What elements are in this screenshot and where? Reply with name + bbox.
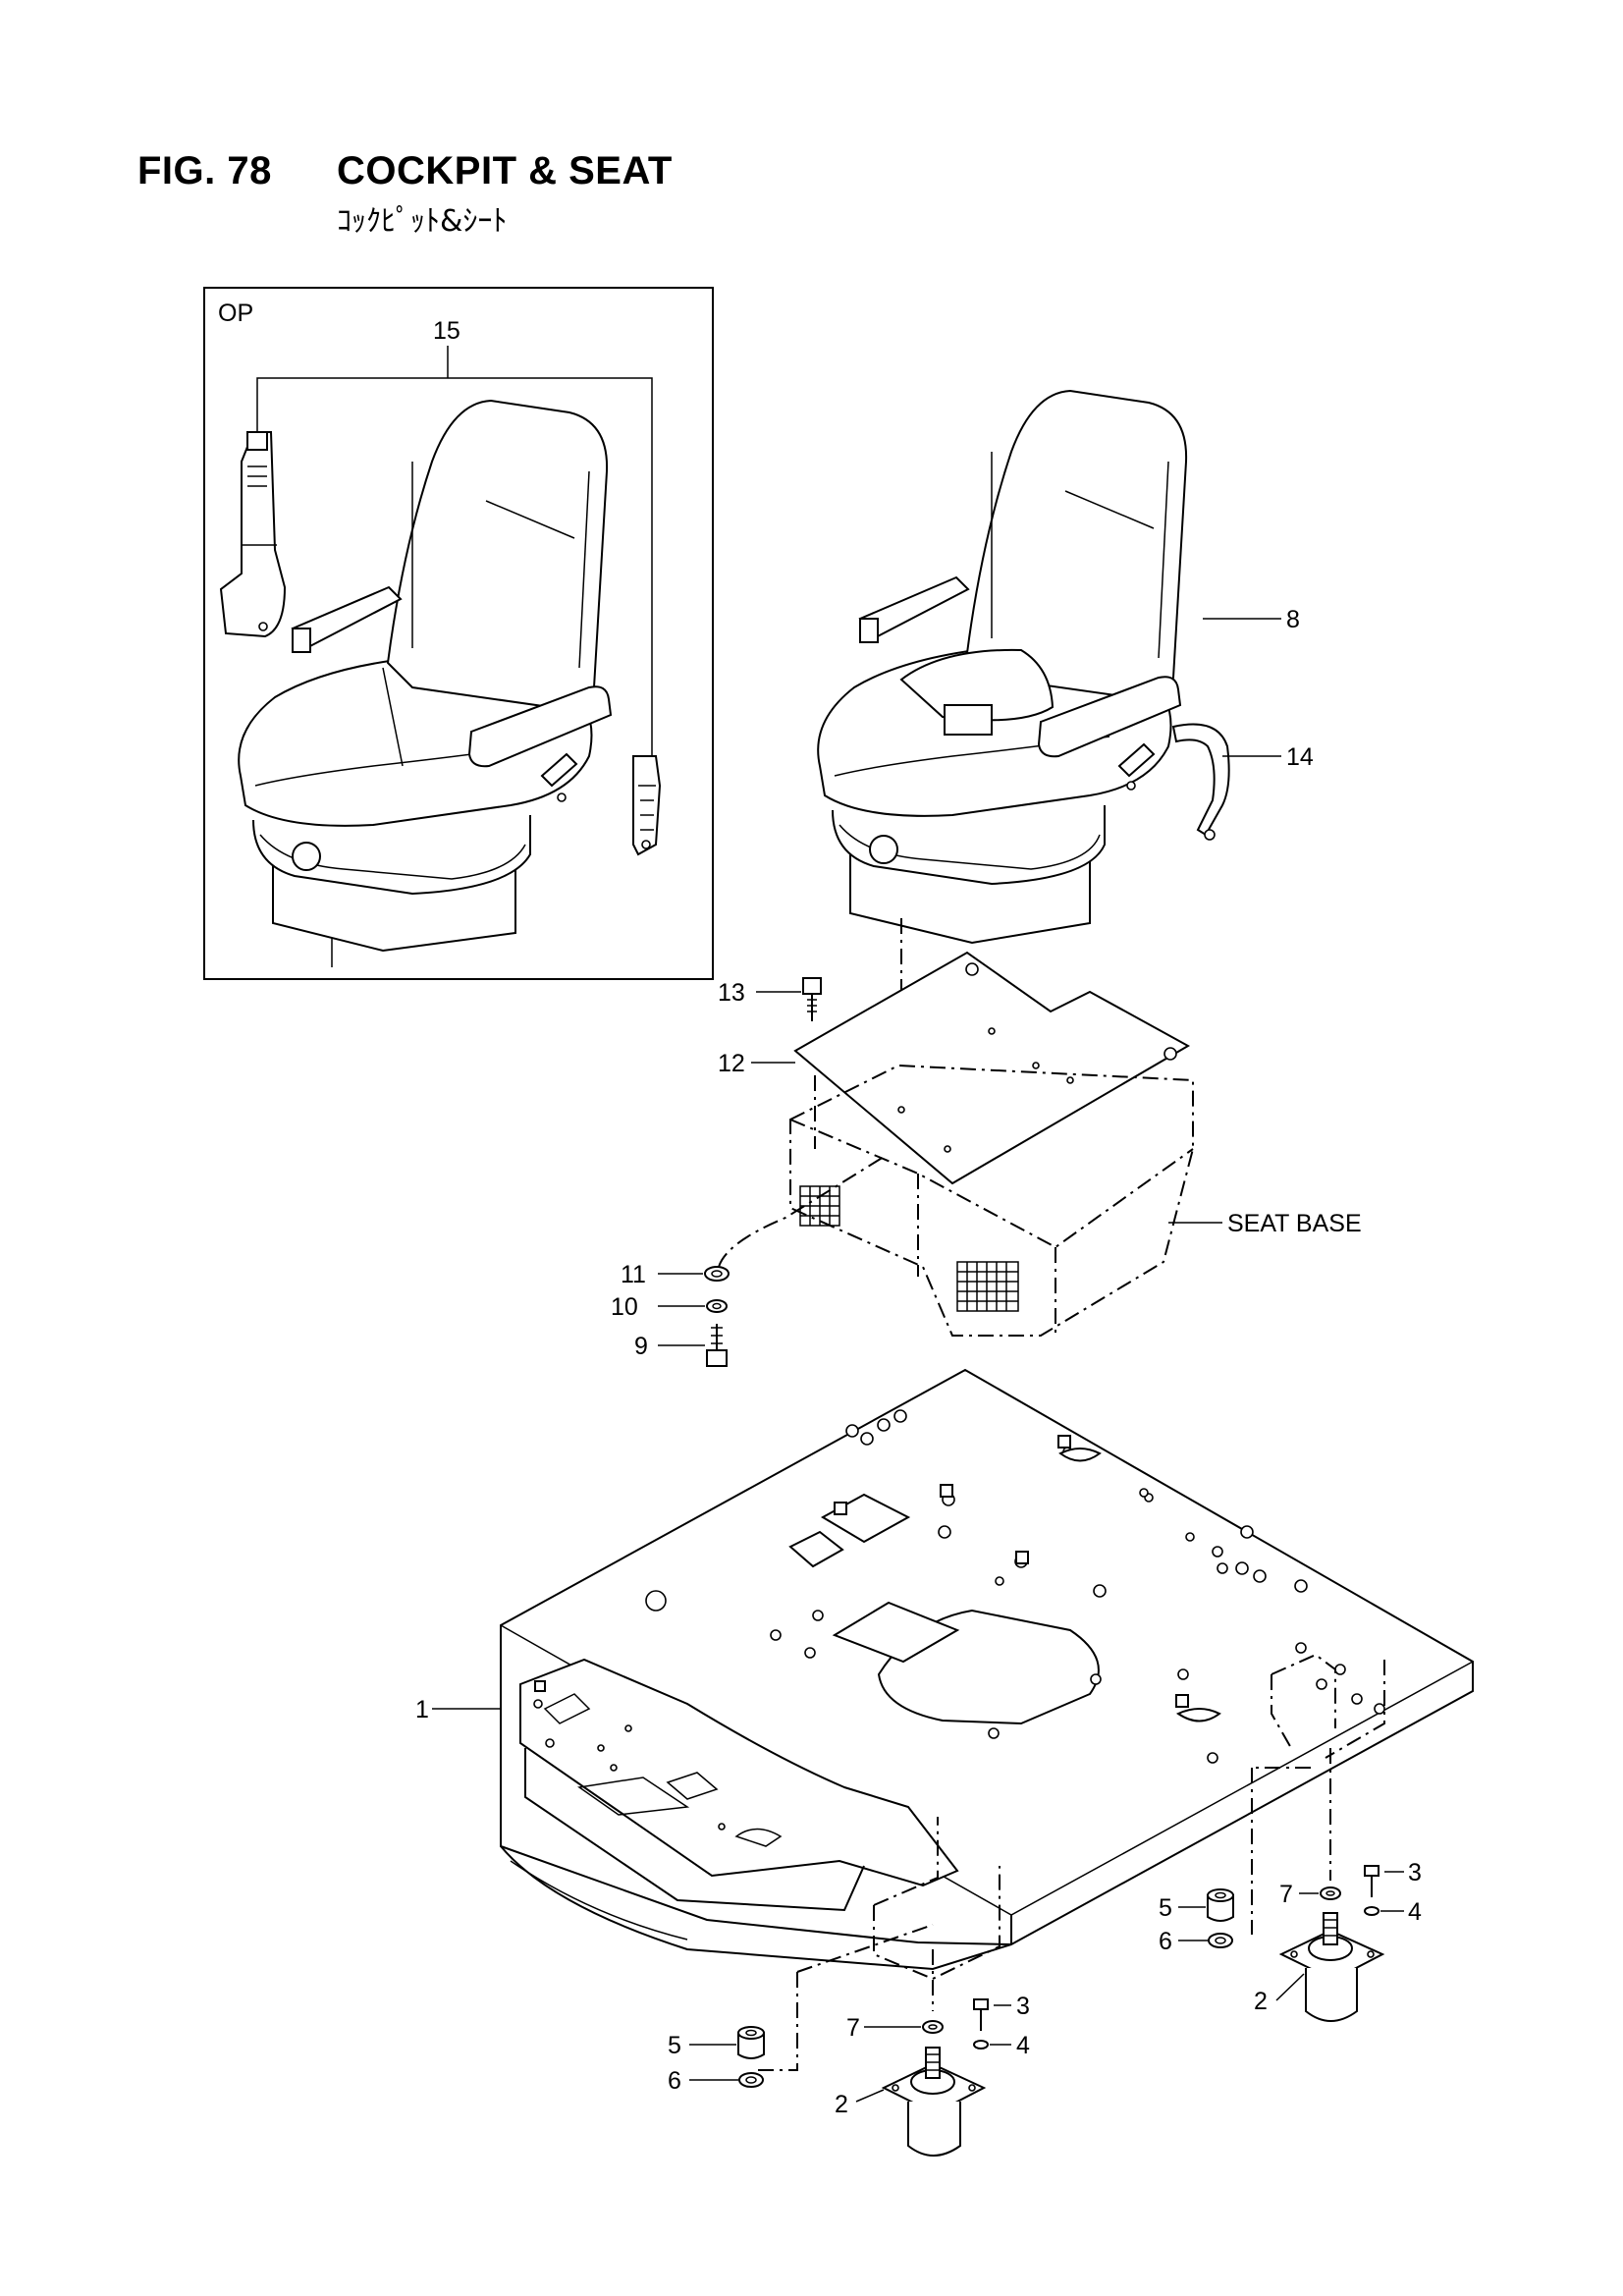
figure-subtitle-japanese: ｺｯｸﾋﾟｯﾄ&ｼｰﾄ [337, 204, 508, 239]
callout-7-rear: 7 [1279, 1881, 1293, 1908]
callout-13: 13 [718, 979, 745, 1007]
callout-3-front: 3 [1016, 1993, 1030, 2020]
callout-2-front: 2 [835, 2091, 848, 2118]
option-box: OP 15 [203, 287, 714, 980]
callout-6-front: 6 [668, 2067, 681, 2095]
seat-mounting-plate: 12 [718, 951, 1191, 1185]
figure-number: FIG. 78 [137, 149, 272, 192]
option-box-label: OP [218, 300, 253, 327]
callout-seat-base: SEAT BASE [1227, 1210, 1362, 1237]
damper-rear: 7 2 3 4 [1254, 1859, 1422, 2022]
bolt-13: 13 [718, 977, 822, 1021]
nut-washer-front: 5 6 [668, 2026, 765, 2095]
cockpit-floor-frame: 1 [415, 1368, 1474, 1971]
figure-name: COCKPIT & SEAT [337, 149, 673, 192]
figure-title: FIG. 78 COCKPIT & SEAT [137, 149, 673, 193]
callout-5-front: 5 [668, 2032, 681, 2059]
callout-8: 8 [1286, 606, 1300, 633]
nut-washer-rear: 5 6 [1159, 1888, 1234, 1955]
seat-belt-option [219, 431, 662, 856]
callout-4-rear: 4 [1408, 1898, 1422, 1926]
callout-5-rear: 5 [1159, 1894, 1172, 1922]
floor-mounting-holes [645, 1409, 1385, 1764]
callout-1: 1 [415, 1696, 429, 1723]
callout-7-front: 7 [846, 2014, 860, 2042]
damper-mount-brackets [754, 1653, 1385, 2071]
callout-2-rear: 2 [1254, 1988, 1268, 2015]
callout-15: 15 [433, 317, 460, 345]
callout-14: 14 [1286, 743, 1314, 771]
fasteners-9-10-11: 11 10 9 [611, 1261, 730, 1367]
callout-3-rear: 3 [1408, 1859, 1422, 1886]
operator-seat-option [238, 399, 613, 953]
seat-base: SEAT BASE [789, 1064, 1362, 1337]
callout-11: 11 [621, 1261, 646, 1288]
hardware-centerline [718, 1156, 885, 1268]
callout-4-front: 4 [1016, 2032, 1030, 2059]
seat-base-vent-grille [799, 1185, 1019, 1312]
callout-12: 12 [718, 1050, 745, 1077]
callout-10: 10 [611, 1293, 638, 1321]
operator-seat: 8 14 [817, 389, 1314, 945]
damper-front: 7 2 3 4 [835, 1993, 1030, 2157]
callout-6-rear: 6 [1159, 1928, 1172, 1955]
callout-9: 9 [634, 1333, 648, 1360]
